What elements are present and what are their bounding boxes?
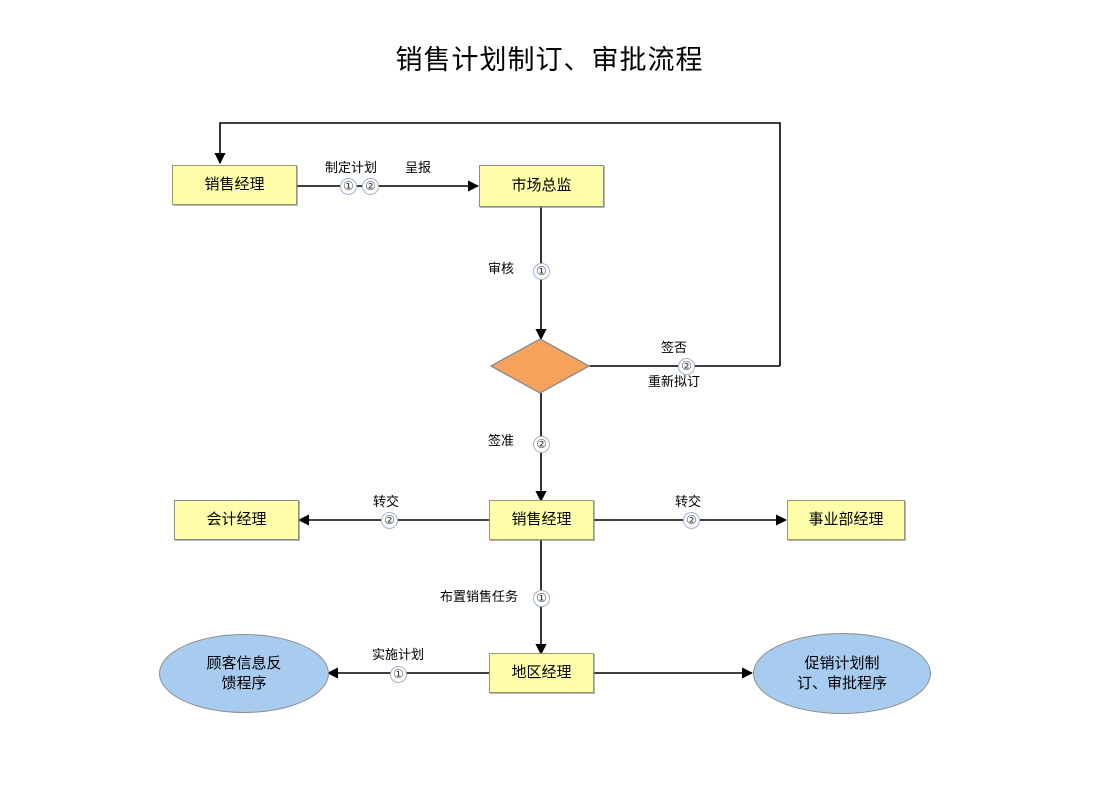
node-market-director[interactable]: 市场总监 <box>479 165 604 207</box>
edge-number-reject: ② <box>678 358 695 375</box>
node-label: 市场总监 <box>511 176 572 195</box>
edge-label-transfer-right: 转交 <box>675 495 702 510</box>
edge-label-submit: 呈报 <box>405 161 432 176</box>
node-decision-diamond[interactable] <box>489 338 591 394</box>
edge-label-make-plan: 制定计划 <box>325 161 378 176</box>
edge-number-make-plan: ① <box>340 178 357 195</box>
edge-label-implement-plan: 实施计划 <box>372 648 425 663</box>
node-sales-manager-top[interactable]: 销售经理 <box>172 165 297 205</box>
page-title: 销售计划制订、审批流程 <box>395 45 704 76</box>
node-sales-manager-mid[interactable]: 销售经理 <box>489 500 594 540</box>
edge-label-reject-top: 签否 <box>661 341 688 356</box>
edge-number-approve: ② <box>533 436 550 453</box>
edge-number-submit: ② <box>362 178 379 195</box>
node-label: 事业部经理 <box>808 510 884 529</box>
node-label: 顾客信息反 馈程序 <box>206 654 282 692</box>
edge-label-review: 审核 <box>488 262 515 277</box>
edge-label-assign-task: 布置销售任务 <box>440 590 519 605</box>
edge-number-transfer-right: ② <box>683 512 700 529</box>
edge-number-review: ① <box>533 263 550 280</box>
edge-label-transfer-left: 转交 <box>373 495 400 510</box>
edge-number-transfer-left: ② <box>381 512 398 529</box>
node-region-manager[interactable]: 地区经理 <box>489 653 594 693</box>
node-customer-feedback-procedure[interactable]: 顾客信息反 馈程序 <box>159 634 329 713</box>
node-label: 销售经理 <box>511 510 572 529</box>
edge-label-approve: 签准 <box>488 434 515 449</box>
edge-label-reject-bottom: 重新拟订 <box>648 375 701 390</box>
node-label: 地区经理 <box>511 663 572 682</box>
node-label: 销售经理 <box>204 175 265 194</box>
node-promotion-plan-procedure[interactable]: 促销计划制 订、审批程序 <box>753 633 931 714</box>
node-accounting-manager[interactable]: 会计经理 <box>174 500 299 540</box>
diamond-shape <box>489 338 591 394</box>
node-label: 会计经理 <box>206 510 267 529</box>
node-label: 促销计划制 订、审批程序 <box>796 654 887 692</box>
edge-number-assign-task: ① <box>533 590 550 607</box>
edge-number-implement-plan: ① <box>390 666 407 683</box>
node-division-manager[interactable]: 事业部经理 <box>787 500 905 540</box>
